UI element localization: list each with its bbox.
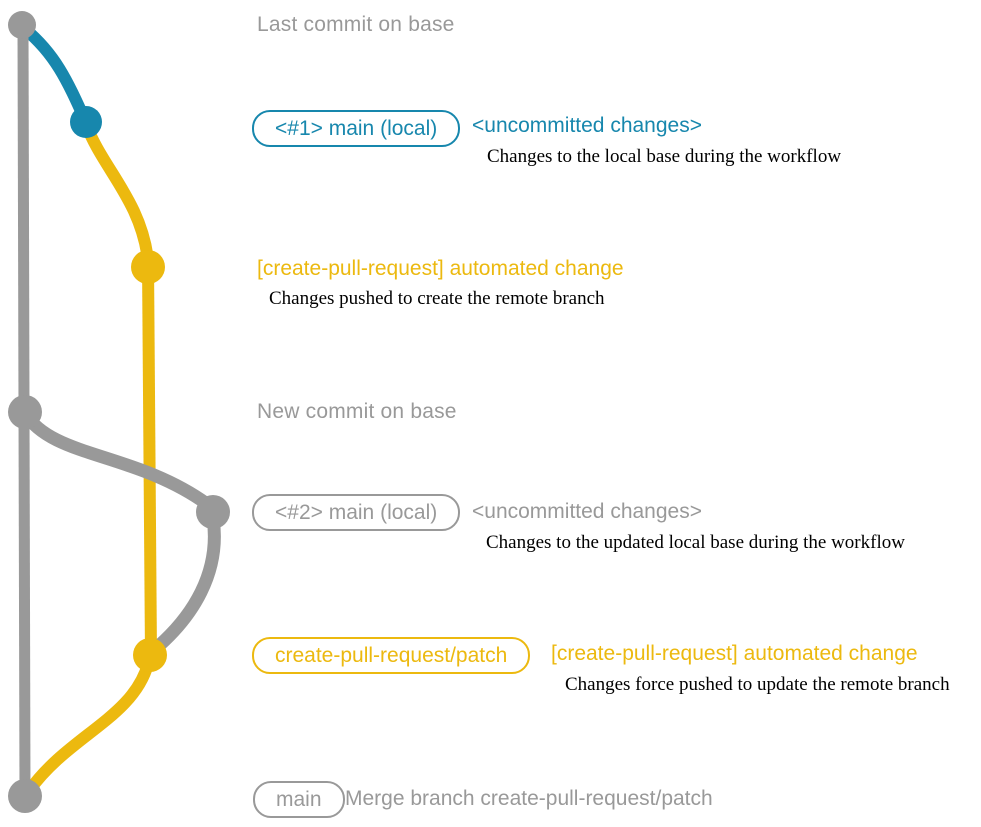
branch-label-main-local-1: <#1> main (local) (252, 110, 461, 147)
desc-local-base-changes: Changes to the local base during the wor… (487, 146, 842, 167)
automated-change-label-2: [create-pull-request] automated change (551, 642, 918, 665)
branch-curve-patch-from-local-main-1 (80, 118, 154, 266)
commit-node-automated-change-2 (133, 638, 167, 672)
uncommitted-changes-label-2: <uncommitted changes> (472, 500, 702, 523)
commit-node-local-main-1 (70, 106, 102, 138)
uncommitted-changes-label-1: <uncommitted changes> (472, 114, 702, 137)
commit-graph (8, 11, 230, 813)
branch-label-patch: create-pull-request/patch (252, 637, 531, 674)
branch-curve-local-main-2 (18, 406, 214, 511)
branch-label-main: main (253, 781, 345, 818)
commit-node-last-commit-on-base (8, 11, 36, 39)
commit-node-automated-change-1 (131, 250, 165, 284)
commit-node-local-main-2 (196, 495, 230, 529)
automated-change-label-1: [create-pull-request] automated change (257, 257, 624, 280)
branch-label-main-local-2: <#2> main (local) (252, 494, 461, 531)
merge-commit-message: Merge branch create-pull-request/patch (345, 787, 713, 810)
commit-node-new-commit-on-base (8, 395, 42, 429)
branch-curve-patch-to-merge (23, 658, 154, 797)
branch-curve-local-main-1 (19, 23, 91, 126)
last-commit-title: Last commit on base (257, 13, 455, 36)
commit-node-merge (8, 779, 42, 813)
branch-curve-rebase-to-patch (147, 511, 221, 657)
desc-updated-local-base-changes: Changes to the updated local base during… (486, 532, 905, 553)
new-commit-title: New commit on base (257, 400, 457, 423)
desc-changes-pushed: Changes pushed to create the remote bran… (269, 288, 605, 309)
branch-line-patch (142, 261, 157, 657)
desc-changes-force-pushed: Changes force pushed to update the remot… (565, 674, 950, 695)
